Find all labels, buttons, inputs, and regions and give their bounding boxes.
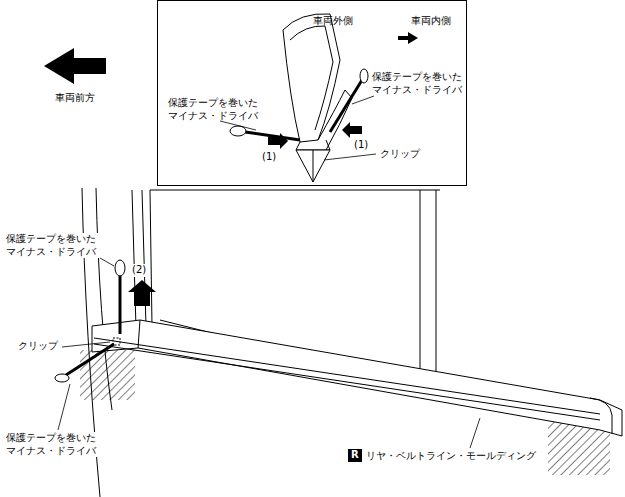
part-label: リヤ・ベルトライン・モールディング bbox=[366, 450, 536, 463]
callout-number: (1) bbox=[354, 139, 368, 152]
inset-frame: 車両外側車両内側保護テープを巻いた マイナス・ドライバ保護テープを巻いた マイナ… bbox=[157, 0, 467, 186]
direction-label: 車両内側 bbox=[411, 15, 451, 28]
direction-label: 車両外側 bbox=[313, 15, 353, 28]
direction-label: 車両前方 bbox=[55, 92, 95, 105]
badge-letter: R bbox=[348, 449, 362, 462]
callout-number: (2) bbox=[132, 264, 146, 277]
callout-number: (1) bbox=[262, 151, 276, 164]
tool-label: 保護テープを巻いた マイナス・ドライバ bbox=[372, 71, 466, 96]
tool-label: 保護テープを巻いた マイナス・ドライバ bbox=[168, 97, 262, 122]
tool-label: 保護テープを巻いた マイナス・ドライバ bbox=[6, 432, 100, 457]
door-illustration bbox=[55, 188, 622, 497]
front-arrow bbox=[44, 48, 106, 84]
part-label: クリップ bbox=[380, 148, 420, 161]
badge: R bbox=[348, 449, 362, 462]
part-label: クリップ bbox=[18, 340, 58, 353]
tool-label: 保護テープを巻いた マイナス・ドライバ bbox=[6, 233, 100, 258]
